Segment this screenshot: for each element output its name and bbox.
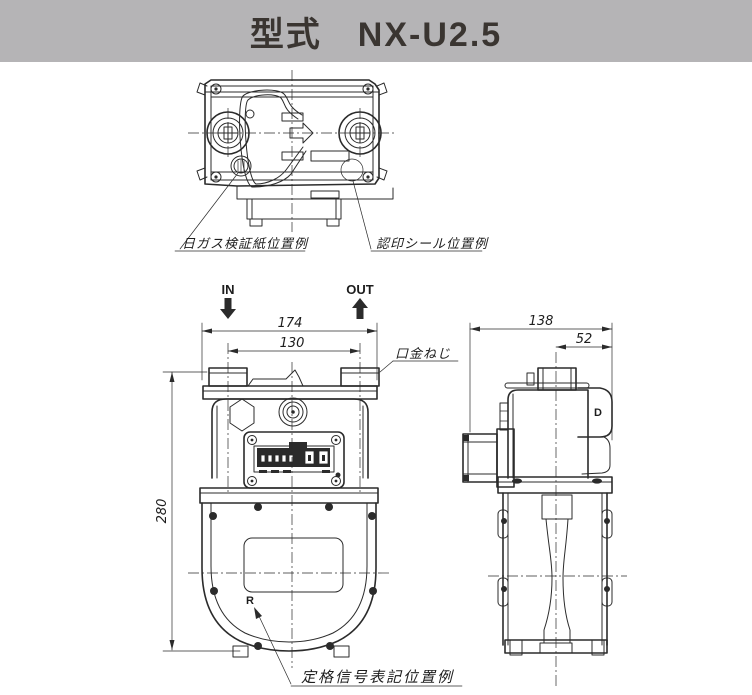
hub-dial [278, 397, 308, 427]
dim-174: 174 [278, 316, 303, 331]
pipe-stub [462, 428, 515, 488]
out-arrow-icon [352, 298, 368, 319]
front-view: R 定格信号表記位置例 [188, 343, 463, 687]
corner-screws [210, 83, 374, 183]
counter-unit [243, 431, 345, 489]
dim-52: 52 [576, 332, 593, 347]
dim-130: 130 [280, 336, 305, 351]
dim-138: 138 [529, 314, 554, 329]
title-bar: 型式 NX-U2.5 [0, 0, 752, 62]
dim-280: 280 [155, 499, 170, 524]
label-rating-signal: 定格信号表記位置例 [301, 669, 454, 686]
top-view: 日ガス検証紙位置例 認印シール位置例 [174, 70, 489, 252]
front-dimensions: 174 130 280 口金ねじ [155, 316, 459, 652]
page-title: 型式 NX-U2.5 [249, 15, 503, 54]
label-verification-paper: 日ガス検証紙位置例 [182, 236, 309, 251]
label-out: OUT [346, 282, 374, 297]
side-view: D [462, 352, 627, 688]
bail-handle [239, 89, 307, 188]
case-bolts [209, 503, 377, 650]
seal-circle [340, 158, 364, 182]
handle-rod [504, 382, 590, 389]
side-mark: D [594, 407, 602, 419]
nameplate-panel [243, 537, 344, 593]
label-in: IN [222, 282, 235, 297]
flow-arrows: IN OUT [220, 282, 374, 319]
rating-mark: R [246, 595, 254, 607]
side-clamps [497, 509, 613, 607]
label-nozzle-thread: 口金ねじ [395, 346, 451, 361]
verification-stamp [230, 155, 252, 177]
side-dimensions: 138 52 [469, 314, 613, 441]
in-arrow-icon [220, 298, 236, 319]
hex-plug [229, 398, 255, 432]
label-approval-seal: 認印シール位置例 [376, 236, 489, 251]
